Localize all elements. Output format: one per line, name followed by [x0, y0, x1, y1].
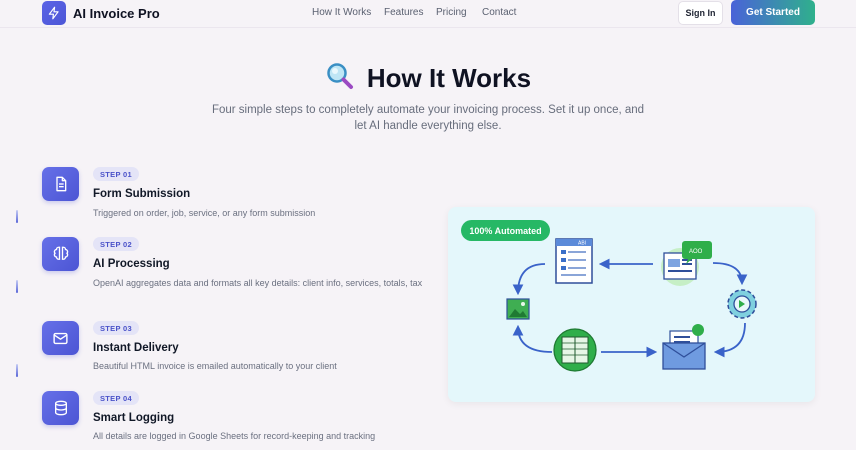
lightning-icon[interactable]	[42, 1, 66, 25]
nav-link-how-it-works[interactable]: How It Works	[312, 7, 372, 18]
nav-link-pricing[interactable]: Pricing	[436, 7, 467, 18]
document-icon	[42, 167, 79, 201]
database-icon	[42, 391, 79, 425]
section-header: How It Works	[0, 61, 856, 95]
top-navbar: AI Invoice Pro How It Works Features Pri…	[0, 0, 856, 28]
step-badge: STEP 04	[93, 391, 139, 405]
page-subtitle: Four simple steps to completely automate…	[211, 104, 645, 132]
sign-in-button[interactable]: Sign In	[678, 1, 723, 25]
get-started-button[interactable]: Get Started	[731, 0, 815, 25]
nav-link-features[interactable]: Features	[384, 7, 424, 18]
magnifier-icon	[325, 61, 355, 96]
invoice-document-icon	[555, 238, 593, 284]
page-title: How It Works	[366, 62, 532, 93]
workflow-diagram: ABI AOO	[506, 238, 757, 372]
gear-icon	[727, 289, 757, 319]
mail-icon	[42, 321, 79, 355]
step-badge: STEP 02	[93, 237, 139, 251]
step-description: OpenAI aggregates data and formats all k…	[93, 278, 423, 288]
step-description: Triggered on order, job, service, or any…	[93, 208, 316, 218]
step-description: All details are logged in Google Sheets …	[93, 431, 376, 441]
step-badge: STEP 03	[93, 321, 139, 335]
step-title: Smart Logging	[93, 412, 175, 424]
spreadsheet-icon	[553, 328, 597, 372]
automated-badge: 100% Automated	[461, 220, 550, 241]
image-icon	[506, 298, 530, 320]
step-title: Form Submission	[93, 188, 191, 200]
step-title: AI Processing	[93, 258, 170, 270]
workflow-illustration: ABI AOO	[448, 207, 815, 402]
brand-name[interactable]: AI Invoice Pro	[73, 6, 160, 21]
step-description: Beautiful HTML invoice is emailed automa…	[93, 361, 337, 371]
step-title: Instant Delivery	[93, 342, 179, 354]
ai-report-icon	[661, 241, 712, 286]
email-envelope-icon	[662, 324, 706, 370]
scroll-marker	[16, 210, 18, 223]
scroll-marker	[16, 280, 18, 293]
brain-icon	[42, 237, 79, 271]
step-badge: STEP 01	[93, 167, 139, 181]
scroll-marker	[16, 364, 18, 377]
nav-link-contact[interactable]: Contact	[482, 7, 517, 18]
chat-text: AOO	[689, 249, 703, 255]
invoice-tag: ABI	[578, 241, 586, 247]
